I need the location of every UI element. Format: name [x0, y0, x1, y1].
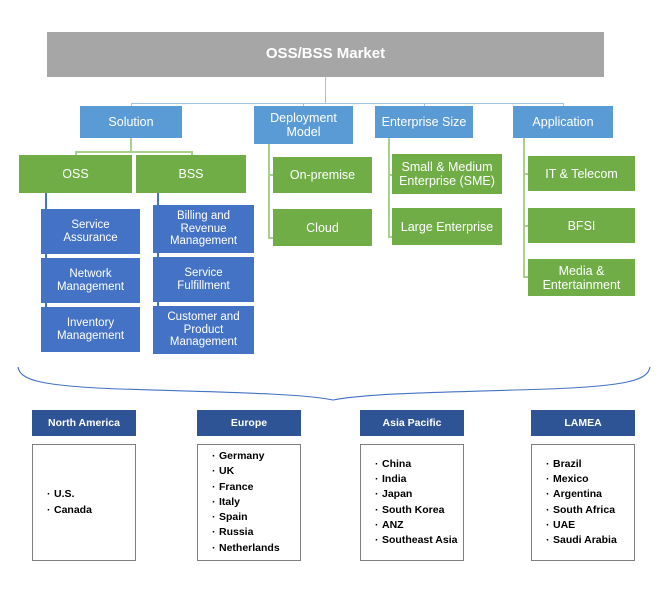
- region-country-list-lamea: Brazil Mexico Argentina South Africa UAE…: [532, 457, 617, 548]
- list-item: Spain: [212, 510, 280, 525]
- node-oss[interactable]: OSS: [19, 155, 132, 193]
- node-small-medium-enterprise[interactable]: Small & Medium Enterprise (SME): [392, 154, 502, 194]
- node-media-entertainment[interactable]: Media & Entertainment: [528, 259, 635, 296]
- root-node-oss-bss-market: OSS/BSS Market: [47, 32, 604, 77]
- connector-root-stem: [325, 77, 326, 103]
- connector-application-elbow-2: [523, 225, 530, 227]
- node-customer-and-product-management[interactable]: Customer and Product Management: [153, 306, 254, 354]
- list-item: South Korea: [375, 503, 457, 518]
- region-body-north-america: U.S. Canada: [32, 444, 136, 561]
- connector-application-elbow-1: [523, 173, 530, 175]
- list-item: Southeast Asia: [375, 533, 457, 548]
- category-enterprise-size[interactable]: Enterprise Size: [375, 106, 473, 138]
- list-item: Saudi Arabia: [546, 533, 617, 548]
- list-item: Brazil: [546, 457, 617, 472]
- region-header-lamea[interactable]: LAMEA: [531, 410, 635, 436]
- node-on-premise[interactable]: On-premise: [273, 157, 372, 193]
- list-item: South Africa: [546, 503, 617, 518]
- node-inventory-management[interactable]: Inventory Management: [41, 307, 140, 352]
- node-service-fulfillment[interactable]: Service Fulfillment: [153, 257, 254, 302]
- region-body-asia-pacific: China India Japan South Korea ANZ Southe…: [360, 444, 464, 561]
- region-country-list-europe: Germany UK France Italy Spain Russia Net…: [198, 449, 280, 556]
- list-item: Italy: [212, 495, 280, 510]
- category-deployment-model[interactable]: Deployment Model: [254, 106, 353, 144]
- list-item: Germany: [212, 449, 280, 464]
- connector-application-elbow-3: [523, 276, 530, 278]
- connector-solution-bus: [75, 151, 193, 153]
- region-header-europe[interactable]: Europe: [197, 410, 301, 436]
- list-item: U.S.: [47, 487, 92, 502]
- list-item: UAE: [546, 518, 617, 533]
- node-bss[interactable]: BSS: [136, 155, 246, 193]
- list-item: ANZ: [375, 518, 457, 533]
- node-network-management[interactable]: Network Management: [41, 258, 140, 303]
- list-item: Canada: [47, 503, 92, 518]
- category-application[interactable]: Application: [513, 106, 613, 138]
- connector-deployment-spine: [268, 144, 270, 239]
- connector-enterprise-elbow-1: [388, 174, 394, 176]
- list-item: Japan: [375, 487, 457, 502]
- connector-application-spine: [523, 138, 525, 276]
- list-item: China: [375, 457, 457, 472]
- list-item: Mexico: [546, 472, 617, 487]
- region-country-list-asia-pacific: China India Japan South Korea ANZ Southe…: [361, 457, 457, 548]
- node-large-enterprise[interactable]: Large Enterprise: [392, 208, 502, 245]
- region-header-north-america[interactable]: North America: [32, 410, 136, 436]
- region-body-lamea: Brazil Mexico Argentina South Africa UAE…: [531, 444, 635, 561]
- node-bfsi[interactable]: BFSI: [528, 208, 635, 243]
- regional-brace-connector: [17, 366, 651, 401]
- connector-deployment-elbow-1: [268, 174, 275, 176]
- list-item: India: [375, 472, 457, 487]
- list-item: France: [212, 480, 280, 495]
- connector-root-bus: [131, 103, 563, 104]
- list-item: Argentina: [546, 487, 617, 502]
- region-header-asia-pacific[interactable]: Asia Pacific: [360, 410, 464, 436]
- list-item: UK: [212, 464, 280, 479]
- region-country-list-north-america: U.S. Canada: [33, 487, 92, 517]
- region-body-europe: Germany UK France Italy Spain Russia Net…: [197, 444, 301, 561]
- node-cloud[interactable]: Cloud: [273, 209, 372, 246]
- list-item: Russia: [212, 525, 280, 540]
- node-service-assurance[interactable]: Service Assurance: [41, 209, 140, 254]
- connector-deployment-elbow-2: [268, 237, 275, 239]
- category-solution[interactable]: Solution: [80, 106, 182, 138]
- connector-enterprise-spine: [388, 138, 390, 238]
- node-it-telecom[interactable]: IT & Telecom: [528, 156, 635, 191]
- node-billing-and-revenue-management[interactable]: Billing and Revenue Management: [153, 205, 254, 253]
- connector-enterprise-elbow-2: [388, 236, 394, 238]
- connector-solution-stem: [130, 138, 132, 151]
- list-item: Netherlands: [212, 541, 280, 556]
